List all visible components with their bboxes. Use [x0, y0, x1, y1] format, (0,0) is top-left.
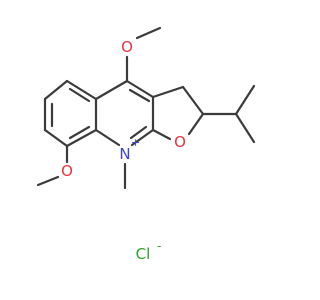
bond [65, 79, 98, 101]
bond [43, 128, 69, 148]
bond [181, 85, 205, 116]
bond [128, 88, 151, 103]
structure-canvas: O O O N + Cl - [36, 26, 256, 263]
bond [68, 87, 91, 103]
bond [43, 79, 69, 101]
bond [130, 128, 155, 147]
bond [234, 112, 256, 144]
bond [36, 175, 60, 187]
oxygen-top-label: O [121, 38, 133, 56]
bond [68, 125, 91, 140]
bond [151, 128, 172, 141]
bond [135, 26, 162, 40]
bond [65, 128, 98, 148]
bond [151, 85, 185, 99]
bond [187, 112, 205, 136]
bond [94, 79, 129, 101]
bond [94, 128, 121, 147]
oxygen-ring-label: O [174, 133, 186, 151]
bond [234, 84, 256, 116]
oxygen-bottom-label: O [61, 162, 73, 180]
chloride-charge: - [157, 239, 161, 253]
nitrogen-charge: + [131, 136, 140, 149]
atom-labels: O O O N + Cl - [61, 38, 186, 263]
nitrogen-label: N [119, 145, 130, 163]
bond [125, 79, 155, 99]
molecule-drawing: O O O N + Cl - [36, 26, 256, 263]
chloride-label: Cl [136, 245, 151, 263]
bonds [36, 26, 256, 190]
bond [129, 125, 148, 140]
